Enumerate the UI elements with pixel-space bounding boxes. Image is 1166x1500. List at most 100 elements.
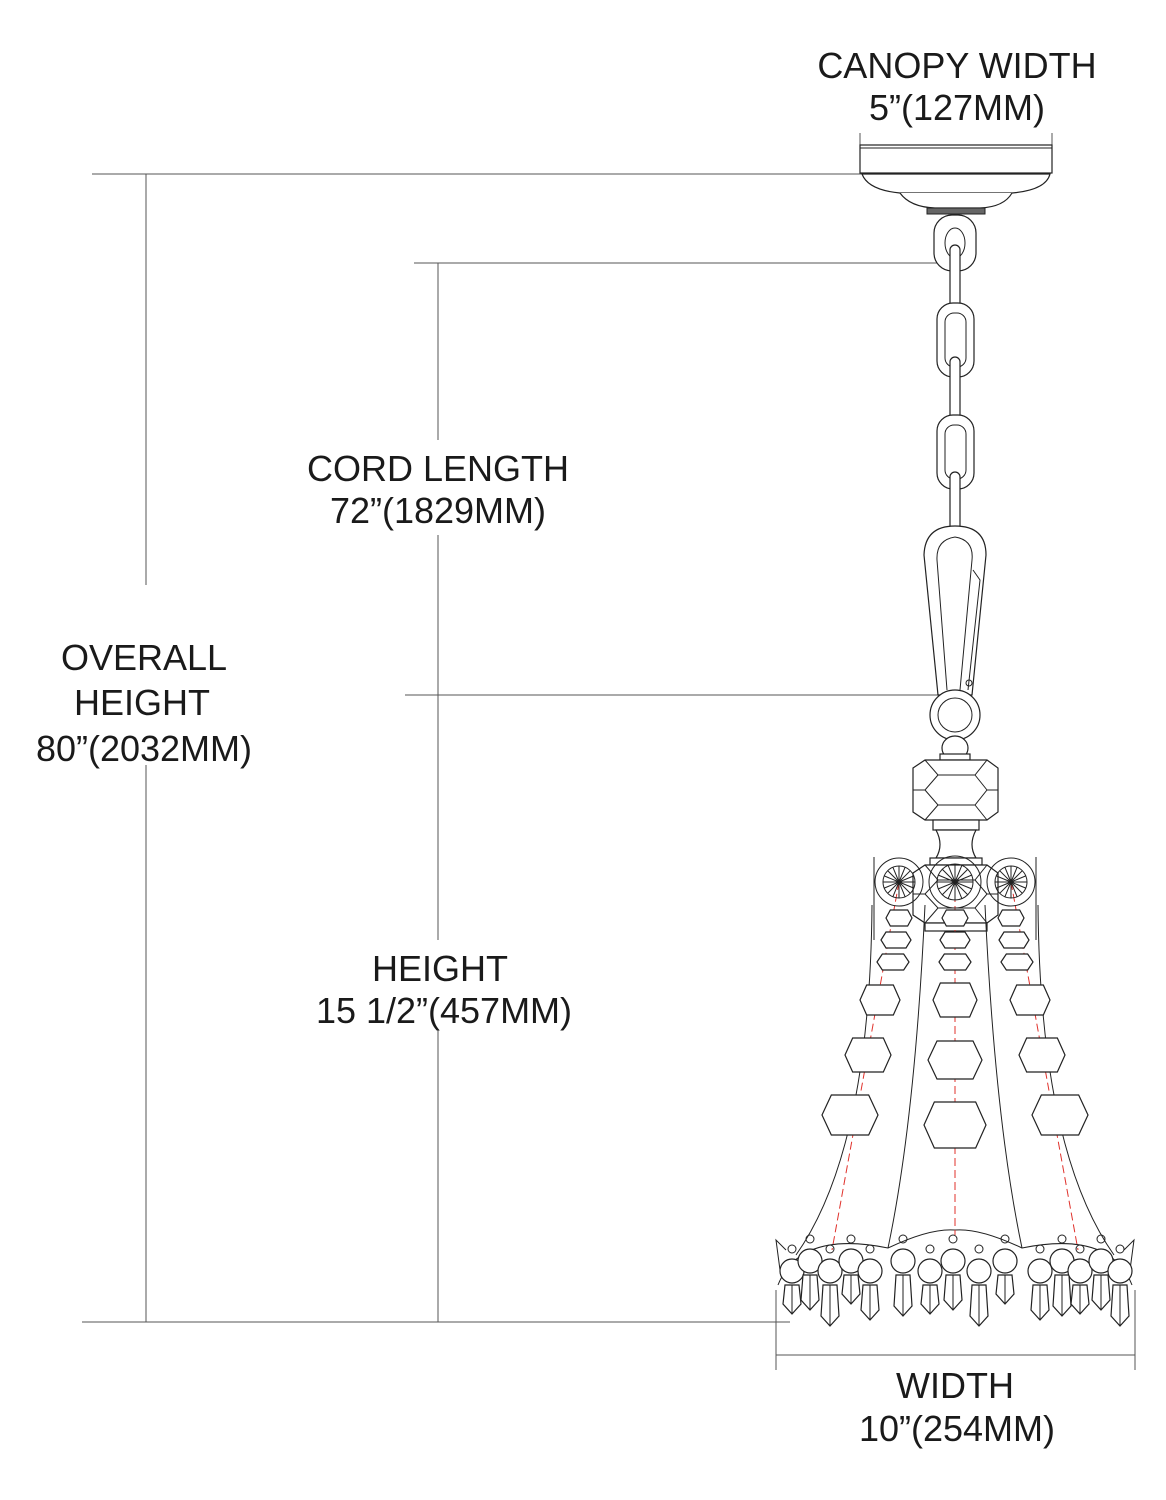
pendant-hook bbox=[846, 1234, 856, 1244]
rosette-spoke bbox=[898, 881, 906, 897]
prism-octagon bbox=[940, 1248, 966, 1274]
prism-octagon bbox=[857, 1258, 883, 1284]
crystal bbox=[941, 909, 969, 927]
rosette-spoke bbox=[887, 881, 900, 894]
rosette-spoke bbox=[884, 875, 900, 883]
rosette-spoke bbox=[1004, 881, 1012, 897]
rosette-spoke bbox=[947, 881, 956, 899]
rosette-spoke bbox=[954, 865, 963, 883]
rosette-spoke bbox=[884, 881, 900, 889]
rosette-spoke bbox=[887, 870, 900, 883]
crystal bbox=[938, 953, 972, 971]
overall-height-value: 80”(2032MM) bbox=[36, 728, 252, 769]
crystal bbox=[932, 982, 978, 1018]
rosette-spoke bbox=[996, 881, 1012, 889]
rosette-spoke bbox=[999, 881, 1012, 894]
canopy bbox=[859, 144, 1053, 215]
pendant-hook bbox=[1115, 1244, 1125, 1254]
rosette-spoke bbox=[954, 881, 969, 896]
crystal bbox=[880, 931, 912, 949]
rosette-spoke bbox=[1010, 881, 1023, 894]
rosette-spoke bbox=[1010, 881, 1018, 897]
pendant-hook bbox=[805, 1234, 815, 1244]
prism-octagon bbox=[1067, 1258, 1093, 1284]
rosette-spoke bbox=[1010, 875, 1026, 883]
pendant-hook bbox=[1035, 1244, 1045, 1254]
rosette-spoke bbox=[941, 868, 956, 883]
prism-octagon bbox=[966, 1258, 992, 1284]
rosette-spoke bbox=[1010, 867, 1018, 883]
crystal bbox=[1031, 1094, 1089, 1136]
rosette-spoke bbox=[999, 870, 1012, 883]
rosette-spoke bbox=[1004, 867, 1012, 883]
canopy-width-label: CANOPY WIDTH bbox=[817, 45, 1096, 86]
rosette-spoke bbox=[898, 881, 911, 894]
crystal-shade bbox=[775, 855, 1135, 1327]
prism-octagon bbox=[1027, 1258, 1053, 1284]
rosette-spoke bbox=[941, 881, 956, 896]
rosette-spoke bbox=[898, 881, 914, 889]
prism-octagon bbox=[992, 1248, 1018, 1274]
crystal bbox=[927, 1040, 983, 1080]
rosette-spoke bbox=[947, 865, 956, 883]
crystal bbox=[1000, 953, 1034, 971]
rosette-spoke bbox=[898, 875, 914, 883]
rosette-spoke bbox=[954, 881, 972, 890]
rosette-spoke bbox=[954, 874, 972, 883]
rosette-spoke bbox=[938, 881, 956, 890]
crystal bbox=[1018, 1037, 1066, 1073]
width-value: 10”(254MM) bbox=[859, 1408, 1055, 1449]
chain bbox=[923, 214, 987, 761]
pendant-hook bbox=[825, 1244, 835, 1254]
crystal bbox=[998, 931, 1030, 949]
prism-octagon bbox=[797, 1248, 823, 1274]
height-label: HEIGHT bbox=[372, 948, 508, 989]
rosette-spoke bbox=[938, 874, 956, 883]
pendant-hook bbox=[787, 1244, 797, 1254]
pendant-hook bbox=[1096, 1234, 1106, 1244]
pendant-hook bbox=[925, 1244, 935, 1254]
cord-length-label: CORD LENGTH bbox=[307, 448, 569, 489]
prism-octagon bbox=[817, 1258, 843, 1284]
rosette-spoke bbox=[898, 867, 906, 883]
crystal bbox=[885, 909, 913, 927]
crystal bbox=[1009, 984, 1051, 1016]
prism-octagon bbox=[890, 1248, 916, 1274]
crystal bbox=[876, 953, 910, 971]
cord-length-value: 72”(1829MM) bbox=[330, 490, 546, 531]
crystal bbox=[923, 1101, 987, 1149]
pendant-hook bbox=[1000, 1234, 1010, 1244]
pendant-fixture-drawing bbox=[775, 144, 1135, 1327]
rosette-spoke bbox=[996, 875, 1012, 883]
crystal bbox=[844, 1037, 892, 1073]
pendant-hook bbox=[974, 1244, 984, 1254]
rosette-spoke bbox=[954, 881, 963, 899]
crystal bbox=[997, 909, 1025, 927]
height-value: 15 1/2”(457MM) bbox=[316, 990, 572, 1031]
pendant-hook bbox=[948, 1234, 958, 1244]
pendant-hook bbox=[898, 1234, 908, 1244]
prism-octagon bbox=[917, 1258, 943, 1284]
medallion bbox=[874, 857, 924, 907]
crystal bbox=[821, 1094, 879, 1136]
width-label: WIDTH bbox=[896, 1365, 1014, 1406]
pendant-hook bbox=[1057, 1234, 1067, 1244]
crystal bbox=[939, 931, 971, 949]
rosette-spoke bbox=[954, 868, 969, 883]
rosette-spoke bbox=[892, 881, 900, 897]
rosette-spoke bbox=[1010, 870, 1023, 883]
rosette-spoke bbox=[1010, 881, 1026, 889]
medallion bbox=[986, 857, 1036, 907]
canopy-width-value: 5”(127MM) bbox=[869, 87, 1045, 128]
overall-height-label-2: HEIGHT bbox=[74, 682, 210, 723]
pendant-hook bbox=[1075, 1244, 1085, 1254]
pendant-hook bbox=[865, 1244, 875, 1254]
rosette-spoke bbox=[898, 870, 911, 883]
medallion bbox=[928, 855, 982, 909]
prism-octagon bbox=[1107, 1258, 1133, 1284]
overall-height-label-1: OVERALL bbox=[61, 637, 227, 678]
rosette-spoke bbox=[892, 867, 900, 883]
dimension-labels: CANOPY WIDTH 5”(127MM) CORD LENGTH 72”(1… bbox=[36, 45, 1097, 1449]
